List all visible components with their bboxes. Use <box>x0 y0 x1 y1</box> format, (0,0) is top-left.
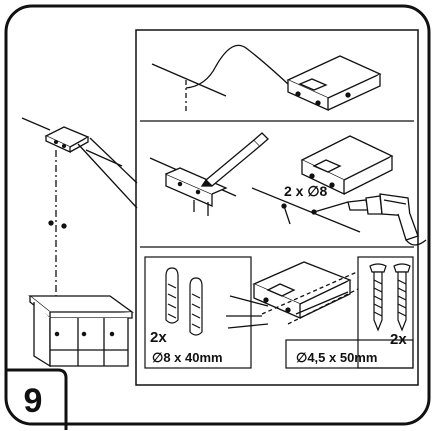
mark-position-illustration <box>151 44 382 112</box>
wall-plug-icon <box>165 267 203 336</box>
screws-size-box <box>285 339 414 369</box>
screws-quantity: 2x <box>390 331 407 348</box>
step-number-badge: 9 <box>6 368 68 430</box>
step-number: 9 <box>24 382 43 420</box>
drill-illustration <box>251 135 427 246</box>
overview-illustration <box>21 117 138 368</box>
screws-size: ∅4,5 x 50mm <box>296 350 377 365</box>
wall-plugs-quantity: 2x <box>150 329 167 346</box>
screw-icon <box>369 263 411 332</box>
wall-plugs-size: ∅8 x 40mm <box>152 350 223 365</box>
mark-holes-illustration <box>149 132 269 216</box>
bracket-fixing-illustration <box>226 261 373 329</box>
drill-hole-label: 2 x ∅8 <box>284 183 328 199</box>
